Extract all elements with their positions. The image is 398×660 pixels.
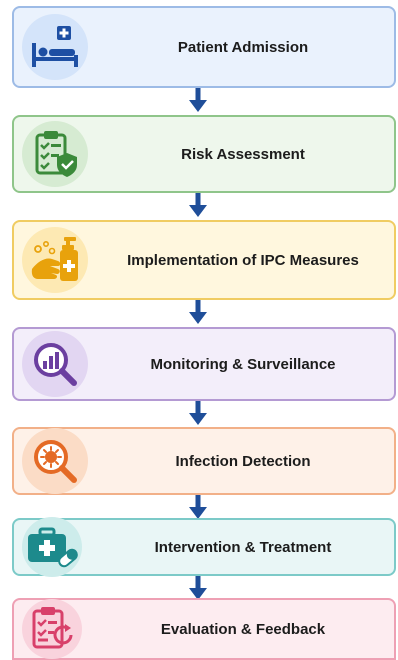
down-arrow-icon [189, 576, 207, 600]
down-arrow-icon [189, 193, 207, 217]
step-patient-admission: Patient Admission [12, 6, 396, 88]
step-label: Intervention & Treatment [154, 538, 332, 556]
down-arrow-icon [189, 88, 207, 112]
step-implementation-ipc: Implementation of IPC Measures [12, 220, 396, 300]
hospital-bed-icon [22, 14, 88, 80]
down-arrow-icon [189, 495, 207, 519]
magnifier-germ-icon [22, 428, 88, 494]
step-risk-assessment: Risk Assessment [12, 115, 396, 193]
step-label: Infection Detection [175, 452, 311, 470]
step-monitoring-surveillance: Monitoring & Surveillance [12, 327, 396, 401]
step-label: Monitoring & Surveillance [150, 355, 336, 373]
step-label: Risk Assessment [181, 145, 305, 163]
step-evaluation-feedback: Evaluation & Feedback [12, 598, 396, 660]
medkit-pill-icon [22, 517, 82, 577]
checklist-shield-icon [22, 121, 88, 187]
step-label: Implementation of IPC Measures [127, 251, 359, 269]
step-infection-detection: Infection Detection [12, 427, 396, 495]
magnifier-chart-icon [22, 331, 88, 397]
step-label: Evaluation & Feedback [160, 620, 326, 638]
handwash-sanitizer-icon [22, 227, 88, 293]
down-arrow-icon [189, 401, 207, 425]
step-intervention-treatment: Intervention & Treatment [12, 517, 396, 577]
clipboard-cycle-icon [22, 599, 82, 659]
down-arrow-icon [189, 300, 207, 324]
step-label: Patient Admission [177, 38, 309, 56]
